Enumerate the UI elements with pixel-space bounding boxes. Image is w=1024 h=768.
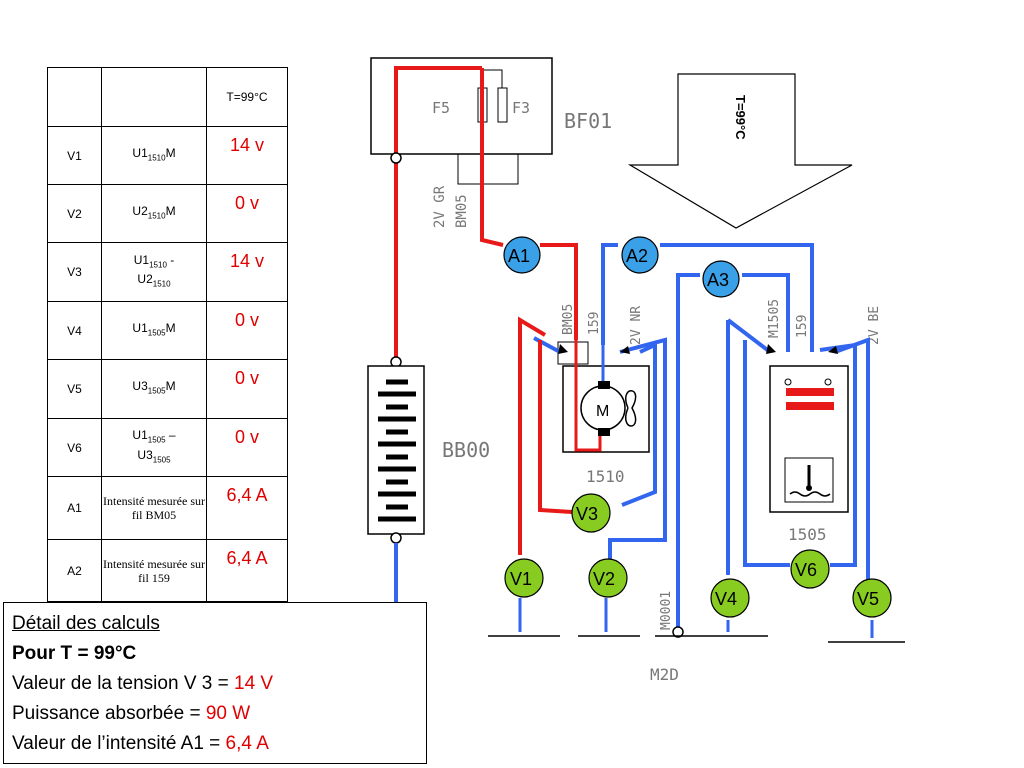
motor-unit-label: 1510 [586, 467, 625, 486]
header-cell-temperature: T=99°C [206, 67, 288, 127]
details-condition: Pour T = 99°C [12, 643, 137, 664]
fuse-box-label: BF01 [564, 109, 612, 133]
svg-text:V1: V1 [510, 569, 532, 589]
ammeter-a3: A3 [702, 260, 740, 298]
svg-text:A2: A2 [626, 246, 648, 266]
voltmeter-v1: V1 [504, 558, 544, 598]
svg-text:V3: V3 [576, 504, 598, 524]
sensor-element-bottom [786, 402, 834, 410]
sensor-unit-label: 1505 [788, 525, 827, 544]
sensor-wire-m1505: M1505 [767, 299, 782, 338]
connector-arrows [558, 344, 838, 354]
temperature-arrow [627, 73, 853, 229]
header-cell-empty-1 [47, 67, 102, 127]
fuse-f3-label: F3 [512, 99, 530, 117]
voltmeter-v2: V2 [588, 558, 628, 598]
ground-wire-label: M0001 [659, 591, 674, 630]
row-desc: U11505M [101, 301, 207, 360]
motor-brush-top [598, 381, 610, 389]
sensor-element-top [786, 388, 834, 396]
temperature-label: T=99°C [733, 95, 748, 140]
voltmeter-v6: V6 [790, 549, 830, 589]
wire-a1-to-motor [540, 243, 578, 340]
sensor-terminals [784, 378, 832, 386]
svg-text:V2: V2 [593, 569, 615, 589]
sensor-wire-159: 159 [795, 315, 810, 338]
positive-meter-wires [518, 316, 573, 555]
svg-text:A1: A1 [508, 246, 530, 266]
battery-terminal-bottom [390, 532, 402, 544]
row-value: 14 v [206, 242, 288, 302]
row-value: 14 v [206, 126, 288, 185]
ground-leads [518, 598, 874, 638]
svg-text:V6: V6 [795, 560, 817, 580]
terminal-fuse [390, 152, 402, 164]
voltmeter-v3: V3 [571, 493, 611, 533]
sensor-connector-label: 2V BE [867, 306, 882, 345]
row-desc: U21510M [101, 184, 207, 243]
ground-terminal [672, 626, 684, 638]
negative-wires [533, 243, 870, 628]
ground-label: M2D [650, 665, 679, 684]
row-desc: Intensité mesurée sur fil 159 [101, 539, 207, 602]
svg-text:V5: V5 [857, 589, 879, 609]
voltmeter-v5: V5 [852, 578, 892, 618]
row-id: V4 [47, 301, 102, 360]
thermometer-bulb [806, 485, 812, 491]
motor-letter: M [596, 403, 609, 420]
row-desc: U11505 –U31505 [101, 418, 207, 477]
details-line-current: Valeur de l’intensité A1 = 6,4 A [12, 733, 269, 754]
svg-text:V4: V4 [715, 589, 737, 609]
details-title: Détail des calculs [12, 613, 160, 634]
row-id: V3 [47, 242, 102, 302]
svg-text:A3: A3 [707, 270, 729, 290]
fuse-f3-symbol [497, 87, 508, 123]
details-line-voltage: Valeur de la tension V 3 = 14 V [12, 673, 274, 694]
motor-brush-bottom [598, 428, 610, 436]
details-line-power: Puissance absorbée = 90 W [12, 703, 251, 724]
motor-connector-label: 2V NR [629, 306, 644, 345]
wire-positive-fuse [394, 66, 482, 160]
measurement-table: T=99°C V1 U11510M 14 v V2 U21510M 0 v V3… [47, 67, 288, 602]
row-value: 0 v [206, 301, 288, 360]
fan-icon [625, 390, 637, 427]
motor-wire-bm05: BM05 [561, 304, 576, 335]
fuse-f5-label: F5 [432, 99, 450, 117]
row-id: V1 [47, 126, 102, 185]
row-value: 6,4 A [206, 539, 288, 602]
row-value: 0 v [206, 359, 288, 419]
calculation-details-box: Détail des calculs Pour T = 99°C Valeur … [3, 602, 427, 764]
coolant-wave [789, 491, 831, 497]
row-id: V2 [47, 184, 102, 243]
wire-label-bm05-top: BM05 [454, 194, 470, 228]
row-id: A2 [47, 539, 102, 602]
battery-label: BB00 [442, 438, 490, 462]
fuse-box-connector [457, 153, 519, 185]
row-value: 0 v [206, 418, 288, 477]
row-desc: U11510 -U21510 [101, 242, 207, 302]
ammeter-a2: A2 [621, 236, 659, 274]
wire-bm05-to-a1 [480, 68, 504, 247]
wire-motor-internal-pos [574, 340, 602, 452]
battery-cells [378, 379, 416, 522]
wire-label-2v-gr: 2V GR [432, 185, 448, 228]
ammeter-a1: A1 [503, 236, 541, 274]
row-value: 6,4 A [206, 476, 288, 540]
row-desc: Intensité mesurée sur fil BM05 [101, 476, 207, 540]
voltmeter-v4: V4 [710, 578, 750, 618]
motor-wire-159: 159 [587, 312, 602, 335]
ground-symbols [488, 635, 905, 643]
